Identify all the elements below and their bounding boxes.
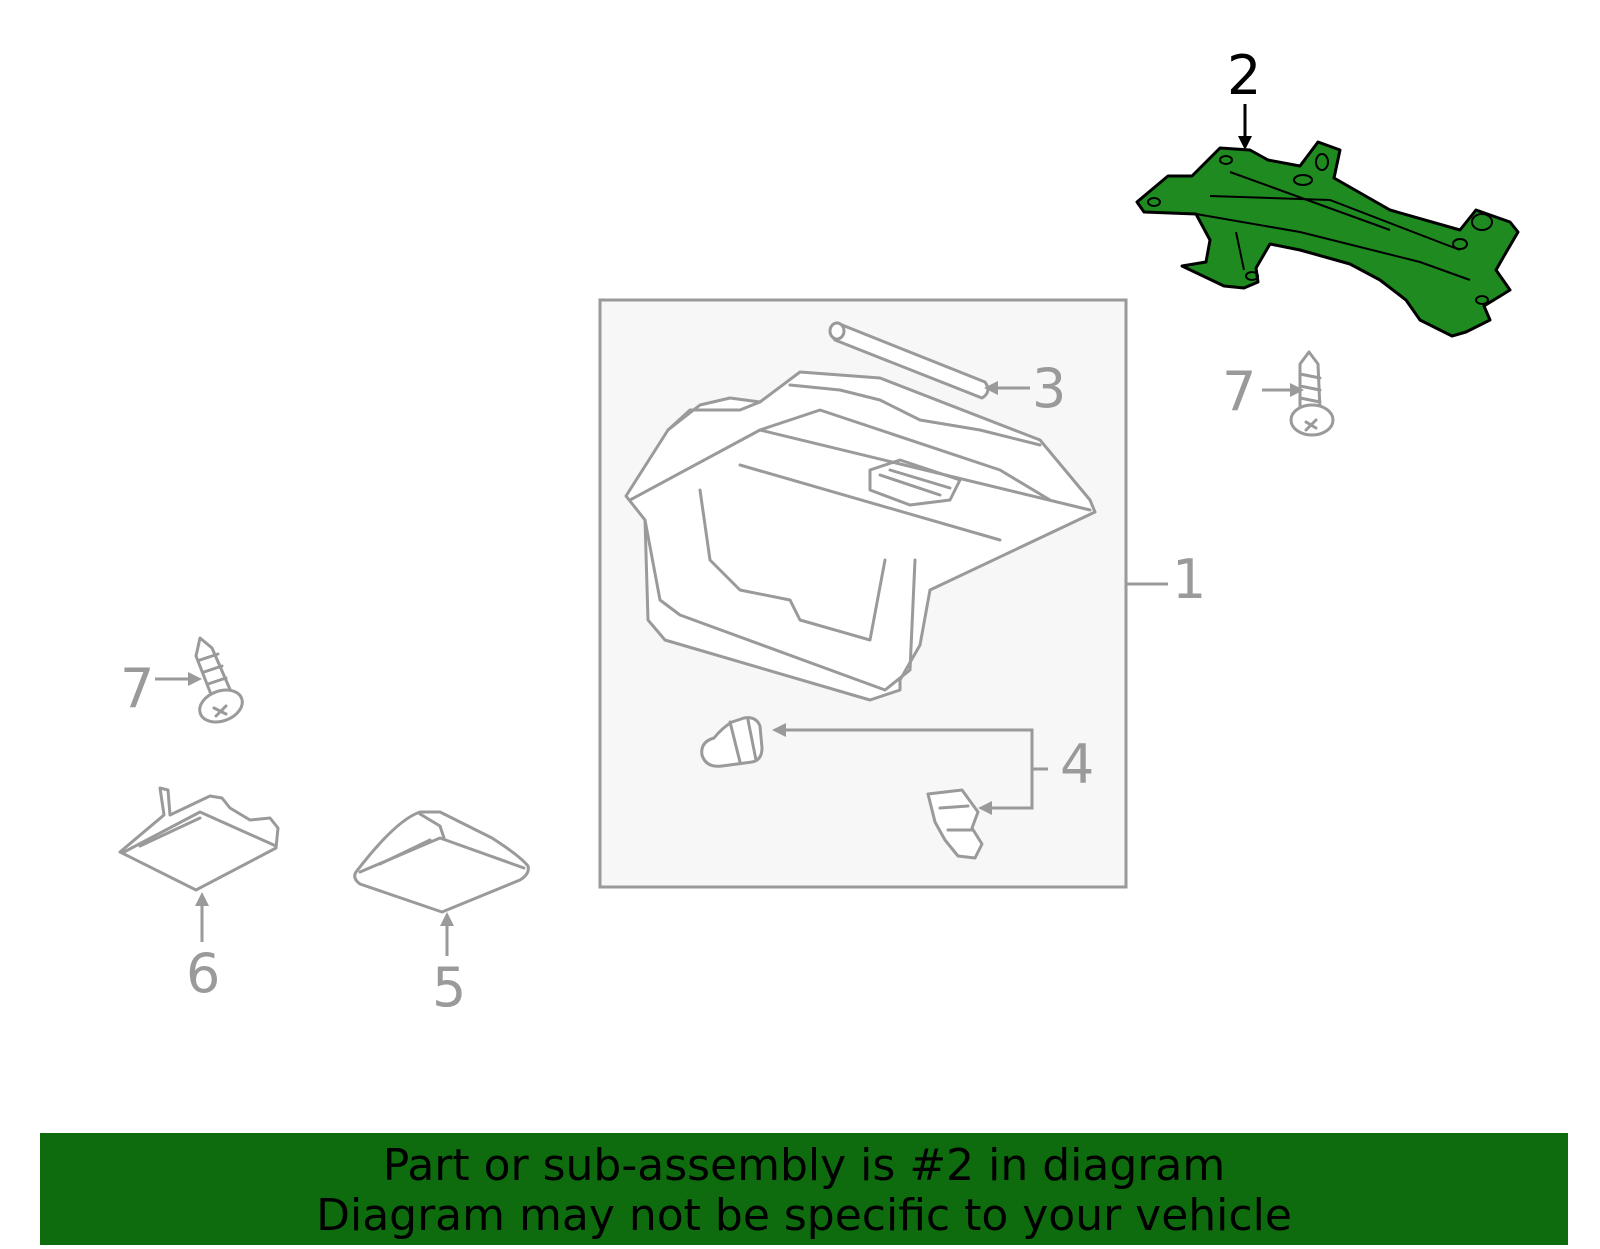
leader-5 xyxy=(440,912,454,956)
banner-line-2: Diagram may not be specific to your vehi… xyxy=(316,1190,1292,1241)
callout-1: 1 xyxy=(1172,548,1206,611)
callout-2: 2 xyxy=(1227,44,1261,107)
part-3-rod[interactable] xyxy=(828,321,990,400)
callout-4: 4 xyxy=(1060,733,1094,796)
callout-6: 6 xyxy=(186,942,220,1005)
callout-7-right: 7 xyxy=(1222,360,1256,423)
part-6-lamp-lens[interactable] xyxy=(118,786,280,892)
leader-2 xyxy=(1238,104,1252,150)
part-2-bracket[interactable] xyxy=(1135,140,1520,338)
leader-4 xyxy=(772,723,1048,815)
banner-line-1: Part or sub-assembly is #2 in diagram xyxy=(382,1140,1226,1191)
notice-banner: Part or sub-assembly is #2 in diagram Di… xyxy=(40,1133,1568,1245)
part-7-screw-right[interactable] xyxy=(1289,350,1335,437)
callout-7-left: 7 xyxy=(120,657,154,720)
part-7-screw-left[interactable] xyxy=(194,636,247,728)
callout-3: 3 xyxy=(1032,357,1066,420)
part-4-clip-a[interactable] xyxy=(700,716,764,768)
part-1-console[interactable] xyxy=(624,370,1097,702)
part-5-lamp-cover[interactable] xyxy=(353,810,530,914)
leader-6 xyxy=(195,892,209,942)
callout-5: 5 xyxy=(432,956,466,1019)
leader-3 xyxy=(984,381,1030,395)
leader-7-right xyxy=(1262,383,1304,397)
leader-7-left xyxy=(155,672,202,686)
part-4-clip-b[interactable] xyxy=(926,788,984,860)
